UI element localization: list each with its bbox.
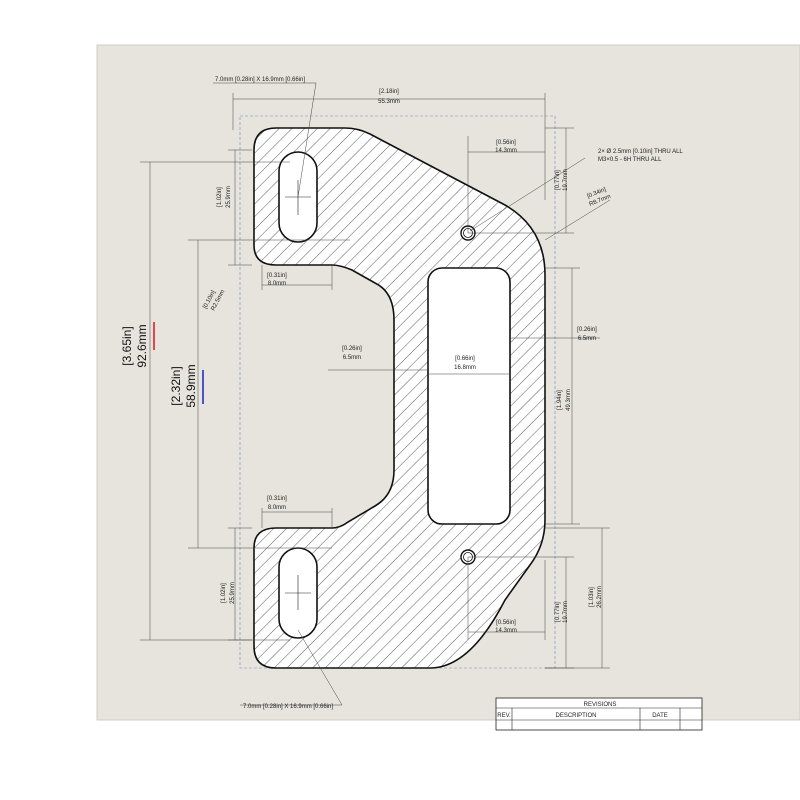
overall-height-mm: 92.6mm [135, 324, 149, 367]
slot-bottom-height-in: [1.02in] [221, 583, 227, 603]
bottom-inner-width-in: [0.31in] [267, 496, 287, 502]
top-slot-label: 7.0mm [0.28in] X 16.9mm [0.66in] [215, 77, 305, 83]
top-hole-y-mm: 19.7mm [563, 169, 569, 191]
center-pocket [427, 267, 511, 525]
top-inner-width-in: [0.31in] [267, 273, 287, 279]
slot-top-height-in: [1.02in] [217, 187, 223, 207]
hole-note-line2: M3×0.5 - 6H THRU ALL [598, 157, 662, 163]
bottom-slot-label: 7.0mm [0.28in] X 16.9mm [0.66in] [243, 704, 333, 710]
bottom-right-height-mm: 26.2mm [597, 586, 603, 608]
dimension-lines [140, 82, 611, 706]
left-wall-mm: 6.5mm [343, 355, 361, 361]
right-wall-in: [0.26in] [577, 327, 597, 333]
bottom-inner-width-mm: 8.0mm [268, 505, 286, 511]
top-hole-x-in: [0.56in] [496, 140, 516, 146]
inner-height-in: [2.32in] [169, 366, 183, 405]
slot-top-height-mm: 25.9mm [226, 186, 232, 208]
pocket-height-in: [1.94in] [557, 390, 563, 410]
sheet-border [96, 44, 800, 721]
bottom-hole-y-in: [0.77in] [555, 602, 561, 622]
right-wall-mm: 6.5mm [578, 336, 596, 342]
overall-height-in: [3.65in] [120, 326, 134, 365]
slot-bottom-height-mm: 25.9mm [230, 582, 236, 604]
revision-col-description: DESCRIPTION [555, 713, 596, 719]
bottom-right-height-in: [1.03in] [589, 587, 595, 607]
top-hole-x-mm: 14.3mm [495, 148, 517, 154]
hole-note-line1: 2× Ø 2.5mm [0.10in] THRU ALL [598, 149, 683, 155]
dashed-frame [239, 115, 556, 669]
left-wall-in: [0.26in] [342, 346, 362, 352]
revision-block: REVISIONS REV. DESCRIPTION DATE [495, 697, 703, 731]
pocket-width-mm: 16.8mm [454, 365, 476, 371]
top-inner-width-mm: 8.0mm [268, 281, 286, 287]
pocket-height-mm: 49.3mm [566, 389, 572, 411]
pocket-width-in: [0.66in] [455, 356, 475, 362]
revision-col-date: DATE [652, 713, 668, 719]
bottom-hole-x-in: [0.56in] [496, 620, 516, 626]
revision-title: REVISIONS [584, 702, 617, 708]
top-hole-y-in: [0.77in] [555, 170, 561, 190]
revision-col-rev: REV. [497, 713, 511, 719]
overall-width-in: [2.18in] [379, 89, 399, 95]
inner-height-mm: 58.9mm [184, 364, 198, 407]
overall-width-mm: 55.3mm [378, 99, 400, 105]
bottom-hole-y-mm: 19.7mm [563, 601, 569, 623]
bottom-hole-x-mm: 14.3mm [495, 628, 517, 634]
